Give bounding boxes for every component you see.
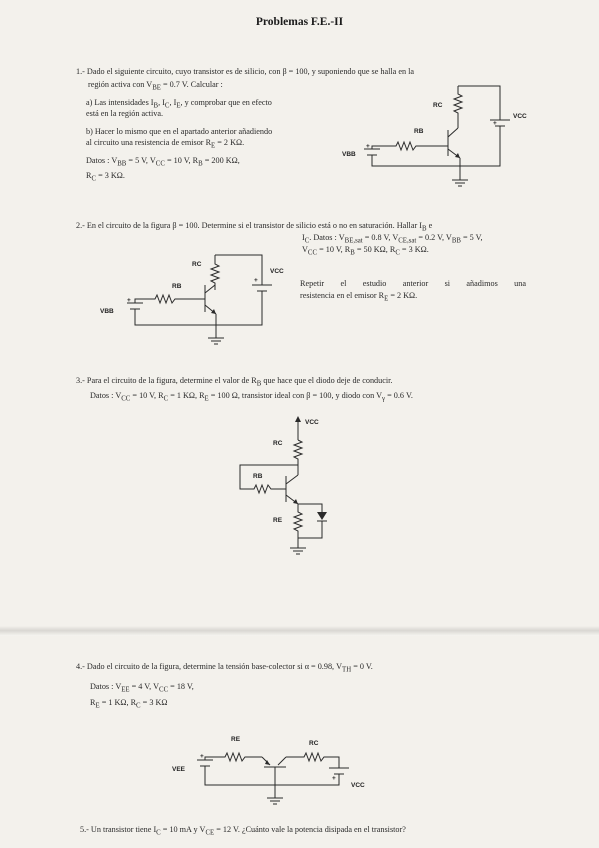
circuit-3: VCC RC RB RE (239, 416, 327, 555)
circuit-4-plus-vee: + (200, 753, 204, 760)
circuit-1: RC VCC + RB VBB + (342, 85, 527, 187)
problem-4-data-2: RE = 1 KΩ, RC = 3 KΩ (90, 698, 168, 710)
circuit-2-label-rc: RC (192, 261, 202, 268)
page-fold-shadow (0, 626, 599, 636)
circuit-2-plus-vbb: + (127, 297, 131, 304)
circuit-2-label-vcc: VCC (270, 268, 284, 275)
circuit-4-label-rc: RC (309, 740, 319, 747)
circuit-4: RE RC VEE + + VCC (172, 736, 365, 805)
circuit-4-plus-vcc: + (332, 775, 336, 782)
circuit-4-label-re: RE (231, 736, 241, 743)
problem-2-line-1: 2.- En el circuito de la figura β = 100.… (76, 221, 433, 233)
problem-1-item-a-cont: está en la región activa. (86, 109, 164, 118)
circuit-1-label-vcc: VCC (513, 113, 527, 120)
problem-2-line-2: IC. Datos : VBE,sat = 0.8 V, VCE,sat = 0… (302, 233, 483, 245)
problem-1-data: Datos : VBB = 5 V, VCC = 10 V, RB = 200 … (86, 156, 240, 168)
problem-2-repeat-line-1: Repetir el estudio anterior si añadimos … (300, 279, 526, 288)
problem-3-line-1: 3.- Para el circuito de la figura, deter… (76, 376, 393, 388)
page-title: Problemas F.E.-II (255, 16, 344, 28)
circuit-3-label-re: RE (273, 517, 283, 524)
problem-2-line-3: VCC = 10 V, RB = 50 KΩ, RC = 3 KΩ. (302, 245, 429, 257)
circuit-4-label-vee: VEE (172, 766, 186, 773)
circuit-3-label-vcc: VCC (305, 419, 319, 426)
problem-1-item-a: a) Las intensidades IB, IC, IE, y compro… (86, 98, 272, 110)
problem-5-line-1: 5.- Un transistor tiene IC = 10 mA y VCE… (80, 825, 406, 837)
problem-1-item-b: b) Hacer lo mismo que en el apartado ant… (86, 127, 273, 136)
problem-1-item-b-cont: al circuito una resistencia de emisor RE… (86, 138, 245, 150)
problem-2-repeat-line-2: resistencia en el emisor RE = 2 KΩ. (300, 291, 418, 303)
problem-1-line-2: región activa con VBE = 0.7 V. Calcular … (88, 80, 223, 92)
circuit-2-plus-vcc: + (254, 277, 258, 284)
circuit-1-label-rc: RC (433, 102, 443, 109)
circuit-2-label-rb: RB (172, 283, 182, 290)
circuit-4-label-vcc: VCC (351, 782, 365, 789)
problem-1-data-cont: RC = 3 KΩ. (86, 171, 125, 183)
problem-3-line-2: Datos : VCC = 10 V, RC = 1 KΩ, RE = 100 … (90, 391, 413, 403)
circuit-3-label-rc: RC (273, 440, 283, 447)
circuit-2-label-vbb: VBB (100, 308, 114, 315)
circuit-1-plus-vbb: + (366, 143, 370, 150)
circuit-1-label-rb: RB (414, 128, 424, 135)
circuit-2: RC VCC + RB VBB + (100, 254, 284, 345)
circuit-1-plus-vcc: + (493, 120, 497, 127)
problem-4-data-1: Datos : VEE = 4 V, VCC = 18 V, (90, 682, 194, 694)
circuit-3-label-rb: RB (253, 473, 263, 480)
problem-4-line-1: 4.- Dado el circuito de la figura, deter… (76, 662, 373, 674)
problem-1-line-1: 1.- Dado el siguiente circuito, cuyo tra… (76, 67, 415, 76)
circuit-1-label-vbb: VBB (342, 151, 356, 158)
